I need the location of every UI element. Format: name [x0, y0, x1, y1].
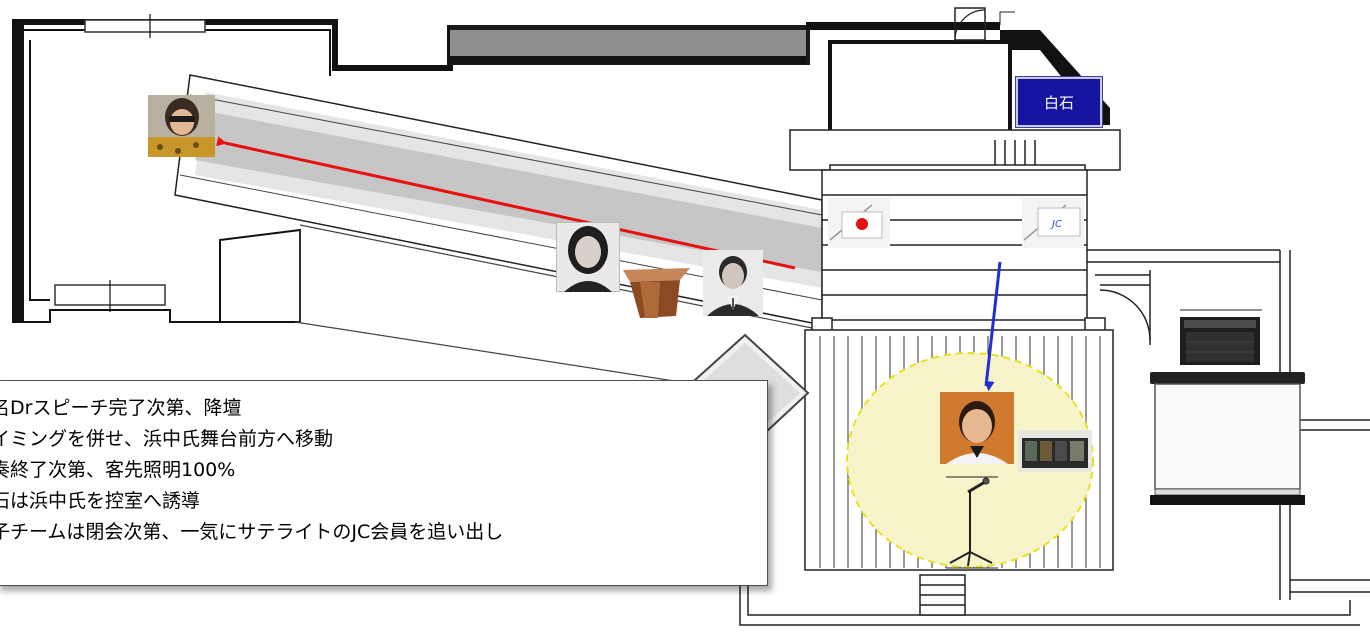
microphone-stand-icon [946, 476, 998, 569]
jc-flag-icon: JC [1022, 198, 1084, 248]
note-line-3: 奏終了次第、客先照明100% [0, 459, 236, 481]
person-photo-hamanaka [940, 392, 1014, 464]
note-line-1: 名Drスピーチ完了次第、降壇 [0, 397, 242, 419]
person-photo-man [703, 250, 763, 316]
top-wall [450, 7, 1110, 134]
left-room [12, 14, 453, 323]
speaker-amp-icon [1180, 309, 1262, 365]
person-photo-left-end [148, 95, 215, 157]
blue-movement-arrow [984, 261, 1002, 392]
note-line-5: 子チームは閉会次第、一気にサテライトのJC会員を追い出し [0, 521, 504, 543]
note-line-4: 石は浜中氏を控室へ誘導 [0, 490, 201, 512]
effects-pedal-icon [1018, 430, 1092, 472]
projector-screen-icon [1150, 372, 1305, 505]
podium-icon [623, 268, 690, 318]
red-movement-arrow [216, 136, 796, 270]
person-photo-woman [556, 222, 620, 292]
runway [174, 74, 823, 386]
japan-flag-icon [828, 198, 890, 248]
notes-box: 名Drスピーチ完了次第、降壇 イミングを併せ、浜中氏舞台前方へ移動 奏終了次第、… [0, 380, 768, 586]
shiraishi-label: 白石 [1016, 77, 1102, 127]
note-line-2: イミングを併せ、浜中氏舞台前方へ移動 [0, 428, 334, 450]
svg-text:JC: JC [1050, 219, 1062, 230]
